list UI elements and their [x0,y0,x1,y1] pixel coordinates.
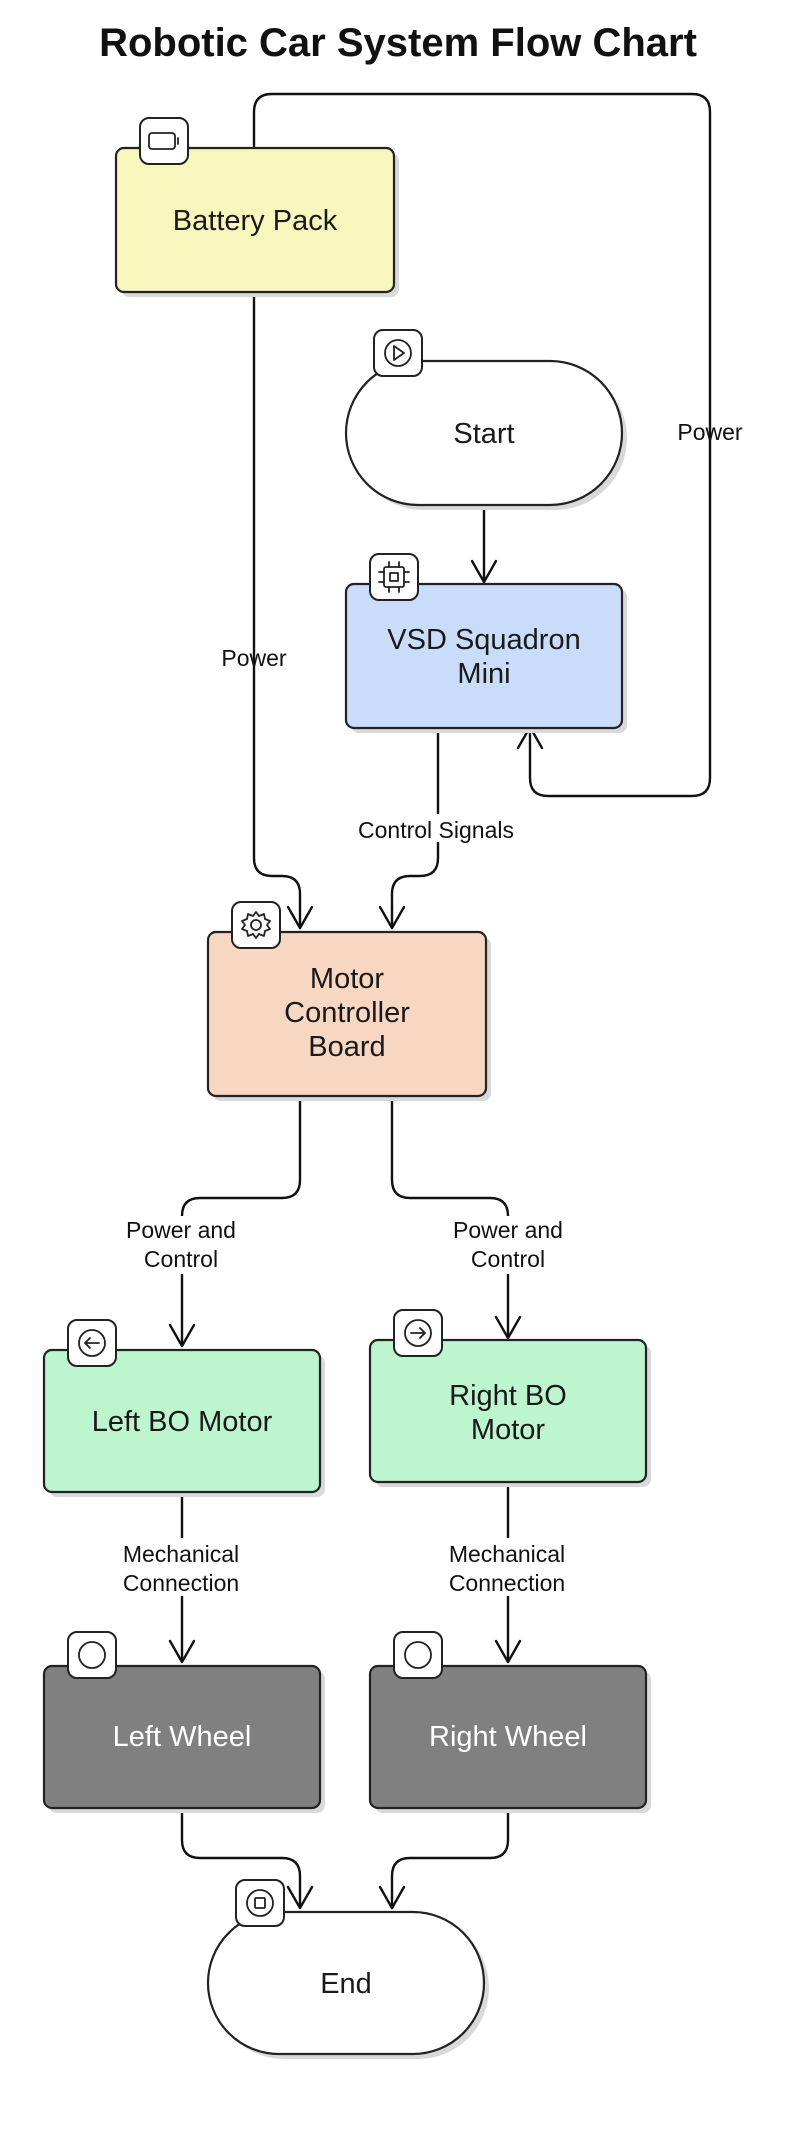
edge-label-left-power-control-1: Power and [126,1217,236,1243]
edge-battery-to-motor: Power [221,290,314,930]
node-label-line-2: Controller [284,997,410,1029]
node-label: End [320,1968,372,2000]
cpu-chip-icon [369,553,419,601]
node-left-bo-motor[interactable]: Left BO Motor [42,1319,325,1497]
node-battery-pack[interactable]: Battery Pack [114,117,399,297]
node-vsd-squadron-mini[interactable]: VSD Squadron Mini [344,553,627,733]
node-start[interactable]: Start [344,329,627,510]
edge-label-right-mech-2: Connection [449,1570,565,1596]
edge-label-power-right: Power [677,419,743,445]
edge-label-control-signals: Control Signals [358,817,514,843]
edge-vsd-to-motor: Control Signals [346,726,526,930]
node-label: Left BO Motor [92,1406,273,1438]
edge-right-wheel-to-end [378,1804,510,1910]
edge-label-left-power-control-2: Control [144,1246,218,1272]
edge-start-to-vsd [470,506,498,584]
node-motor-controller-board[interactable]: Motor Controller Board [206,901,491,1101]
edge-left-wheel-to-end [180,1804,314,1910]
edge-right-motor-to-wheel: Mechanical Connection [432,1478,584,1664]
circle-icon [67,1631,117,1679]
node-left-wheel[interactable]: Left Wheel [42,1631,325,1813]
battery-icon [139,117,189,165]
node-label-line-2: Mini [457,658,510,690]
circle-icon [393,1631,443,1679]
stop-icon [235,1879,285,1927]
arrow-right-circle-icon [393,1309,443,1357]
node-end[interactable]: End [206,1879,489,2059]
node-label-line-1: VSD Squadron [387,624,580,656]
edge-label-bg [438,1216,578,1274]
edge-label-bg [112,1216,252,1274]
edge-label-bg [106,1538,258,1596]
node-label: Battery Pack [173,205,338,237]
edge-motor-to-right: Power and Control [390,1092,578,1340]
arrow-left-circle-icon [67,1319,117,1367]
edge-label-right-power-control-2: Control [471,1246,545,1272]
edge-label-left-mech-1: Mechanical [123,1541,239,1567]
edge-label-power-left: Power [221,645,287,671]
edge-left-motor-to-wheel: Mechanical Connection [106,1488,258,1664]
node-label-line-3: Board [308,1031,385,1063]
node-label-line-1: Right BO [449,1380,567,1412]
edge-label-right-mech-1: Mechanical [449,1541,565,1567]
edge-motor-to-left: Power and Control [112,1092,302,1348]
edge-label-left-mech-2: Connection [123,1570,239,1596]
gear-icon [231,901,281,949]
edge-label-right-power-control-1: Power and [453,1217,563,1243]
node-label-line-2: Motor [471,1414,545,1446]
node-right-wheel[interactable]: Right Wheel [368,1631,651,1813]
node-label: Right Wheel [429,1721,587,1753]
node-right-bo-motor[interactable]: Right BO Motor [368,1309,651,1487]
node-label-line-1: Motor [310,963,384,995]
edge-battery-to-vsd: Power [252,92,743,798]
node-label: Start [453,418,514,450]
edge-label-bg [432,1538,584,1596]
play-icon [373,329,423,377]
node-label: Left Wheel [113,1721,252,1753]
edges: Power Power Control Signals Power and Co… [106,92,743,1910]
diagram-title: Robotic Car System Flow Chart [99,21,697,65]
edge-label-bg [346,814,526,842]
